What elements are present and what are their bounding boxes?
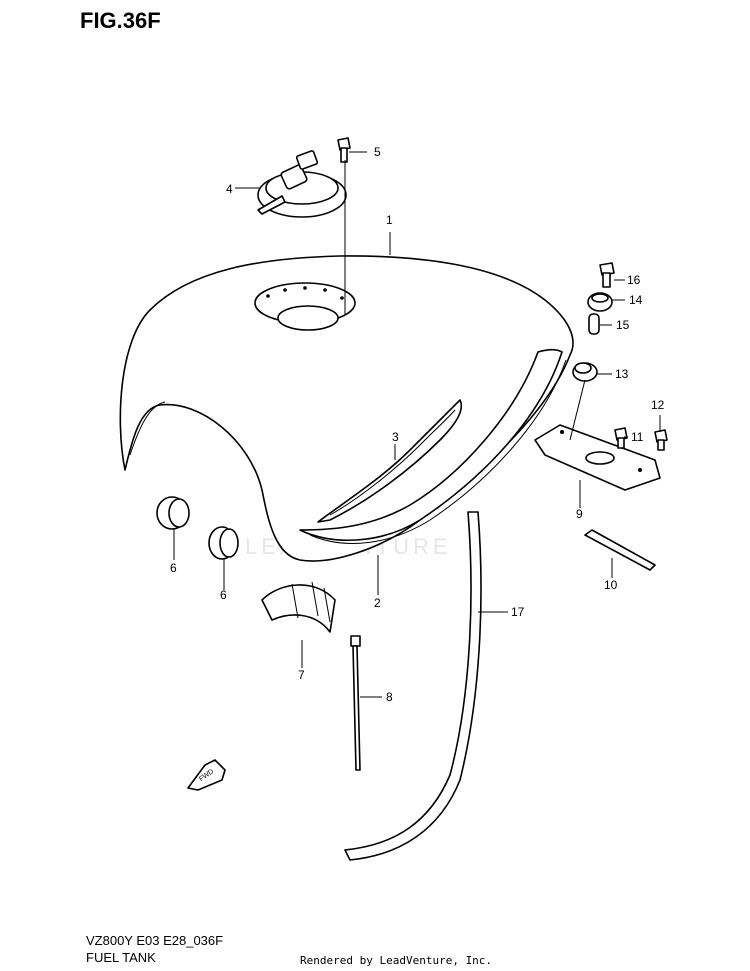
tank-emblem[interactable] — [317, 399, 462, 523]
diagram-title: FUEL TANK — [86, 950, 156, 965]
callout-17: 17 — [511, 605, 525, 619]
callout-2: 2 — [374, 596, 381, 610]
callout-4: 4 — [226, 182, 233, 196]
bolt-12[interactable] — [654, 429, 668, 451]
callout-8: 8 — [386, 690, 393, 704]
strip[interactable] — [584, 529, 656, 571]
callout-16: 16 — [627, 273, 641, 287]
fwd-arrow-icon: FWD — [187, 759, 226, 791]
tank-stripe[interactable] — [299, 348, 567, 544]
callout-11: 11 — [631, 430, 644, 444]
callout-9: 9 — [576, 507, 583, 521]
callout-6a: 6 — [170, 561, 177, 575]
callout-14: 14 — [629, 293, 643, 307]
callout-6b: 6 — [220, 588, 227, 602]
cushion-6a[interactable] — [156, 496, 190, 530]
model-code: VZ800Y E03 E28_036F — [86, 933, 224, 948]
cushion-7[interactable] — [261, 581, 336, 633]
leader-lines — [173, 151, 661, 698]
callout-15: 15 — [616, 318, 630, 332]
callout-1: 1 — [386, 213, 393, 227]
callout-5: 5 — [374, 145, 381, 159]
callout-3: 3 — [392, 430, 399, 444]
hose[interactable] — [344, 511, 482, 861]
tie-strap[interactable] — [350, 635, 361, 771]
callout-12: 12 — [651, 398, 665, 412]
bolt-11[interactable] — [614, 427, 628, 449]
bolt-5[interactable] — [337, 137, 351, 163]
cushion-13[interactable] — [572, 362, 598, 382]
bracket[interactable] — [534, 424, 661, 491]
rendered-by: Rendered by LeadVenture, Inc. — [300, 954, 493, 967]
pin-15[interactable] — [588, 313, 600, 335]
bolt-16[interactable] — [599, 262, 615, 288]
callout-7: 7 — [298, 668, 305, 682]
callout-10: 10 — [604, 578, 618, 592]
collar-14[interactable] — [587, 292, 613, 312]
cushion-6b[interactable] — [208, 526, 239, 560]
callout-13: 13 — [615, 367, 629, 381]
fuel-cap[interactable] — [257, 150, 347, 218]
figure-title: FIG.36F — [80, 8, 161, 33]
